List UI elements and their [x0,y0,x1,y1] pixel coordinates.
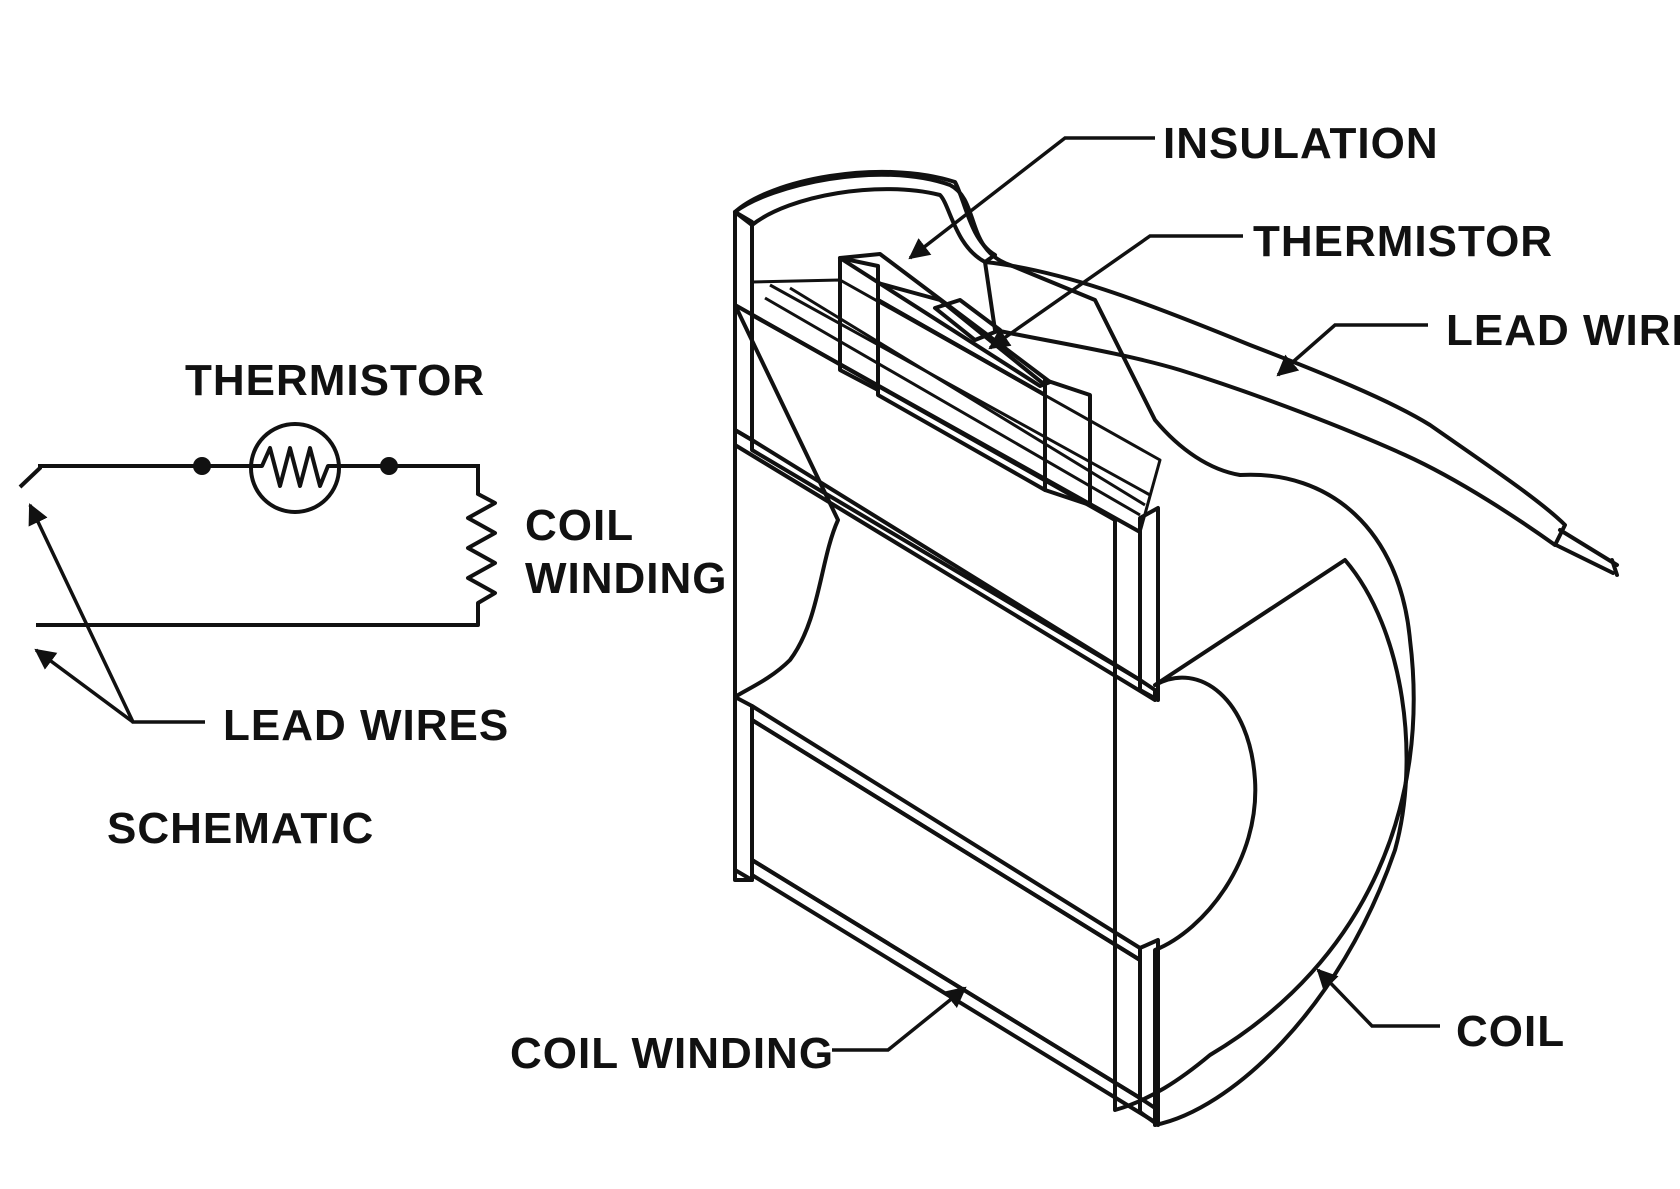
lower-bottom-wall [750,858,1157,1124]
insulation-cap [733,169,997,264]
thermistor-leader [988,234,1243,350]
coil-leader [1316,968,1440,1028]
schematic-thermistor-label: THERMISTOR [185,356,485,405]
coil-winding-leader [832,986,967,1052]
thermistor-symbol [249,422,341,514]
coil-cutaway [733,169,1619,1127]
cavity-top [838,252,1052,388]
coil-winding-symbol [466,492,497,627]
coil-right-shell [1153,558,1409,1127]
schematic: THERMISTOR COIL WINDING LEAD WIRES SCHEM… [18,356,728,853]
coil-body-top [733,172,1416,1112]
winding-top-face-lines [764,283,1151,517]
lower-right-wall [1138,938,1160,1127]
insulation-label: INSULATION [1163,119,1439,168]
schematic-lead-wires-label: LEAD WIRES [223,701,509,750]
upper-right-wall [1138,506,1160,702]
lead-wire-leader-top [28,503,205,724]
schematic-top-wire-left [18,464,202,489]
lead-wire-leader [1276,323,1428,377]
lead-wire-leader-bottom [34,648,135,724]
cutaway-labels: INSULATION THERMISTOR LEAD WIRE COIL WIN… [510,119,1680,1078]
upper-bottom-wall [733,428,1157,702]
coil-left-waist [733,303,840,699]
cutaway-lead-wire-label: LEAD WIRE [1446,306,1680,355]
upper-winding-top-face [750,278,1162,534]
cutaway-thermistor-label: THERMISTOR [1253,217,1553,266]
schematic-coil-label: COIL [525,501,634,550]
cutaway-coil-winding-label: COIL WINDING [510,1029,834,1078]
schematic-winding-label: WINDING [525,554,728,603]
lead-wire-tip [1610,558,1619,577]
schematic-top-wire-right [389,464,480,494]
lead-wire-conductor-lower [1554,543,1615,575]
insert-right-post [1043,378,1092,507]
lead-wire-conductor [1558,528,1619,567]
cutaway-coil-label: COIL [1456,1007,1565,1056]
insulation-leader [908,136,1155,260]
schematic-caption: SCHEMATIC [107,804,374,853]
lower-left-foot [733,868,754,882]
lower-left-wall [733,695,754,882]
lead-wire-cable [983,260,1567,547]
